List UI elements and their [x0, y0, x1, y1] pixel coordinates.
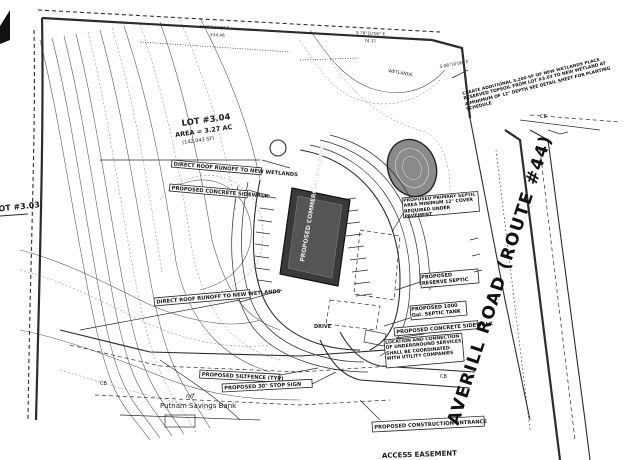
- septic-areas: [325, 229, 401, 347]
- callout-construction-entrance-text: PROPOSED CONSTRUCTION ENTRANCE: [374, 419, 487, 431]
- callout-utilities: LOCATION AND CONNECTION OF UNDERGROUND S…: [383, 332, 465, 369]
- site-lines: [79, 159, 391, 428]
- callout-reserve-septic: PROPOSED RESERVE SEPTIC AREA: [419, 268, 480, 289]
- bearing-top: S 78°14'26" E: [200, 24, 230, 31]
- bearing-right: S 08°10'00" E: [439, 59, 469, 69]
- stone-wall-2: [299, 57, 361, 61]
- wetlands-label: WETLANDS: [388, 68, 414, 78]
- callout-siltfence-text: PROPOSED SILTFENCE (TYP): [202, 372, 284, 382]
- averill-road: [495, 114, 621, 460]
- callout-septic-tank: PROPOSED 1000 Gal. SEPTIC TANK: [409, 300, 468, 321]
- stone-wall: [139, 41, 291, 53]
- cb-label-1: CB: [100, 381, 107, 387]
- leader-lines: [239, 69, 469, 421]
- callout-stop-sign: PROPOSED 30" STOP SIGN: [221, 378, 313, 393]
- road-dimension-ticks: [469, 129, 569, 273]
- bank-label: n/f Putnam Savings Bank: [160, 393, 237, 410]
- property-boundary: [27, 9, 531, 421]
- callout-stop-sign-text: PROPOSED 30" STOP SIGN: [224, 382, 301, 392]
- callout-construction-entrance: PROPOSED CONSTRUCTION ENTRANCE: [371, 415, 488, 433]
- callout-access-easement-text: ACCESS EASEMENT: [382, 449, 458, 460]
- drive-label: DRIVE: [314, 324, 332, 330]
- lot-sf: (142,043 SF): [182, 136, 215, 146]
- bank-name: Putnam Savings Bank: [160, 402, 237, 410]
- topographic-contours: [19, 17, 451, 441]
- distance-top: 234.46: [210, 32, 225, 38]
- callout-access-easement: ACCESS EASEMENT: [382, 449, 458, 460]
- bank-prefix: n/f: [186, 393, 195, 400]
- cb-label-3: CB: [540, 114, 547, 120]
- bearing-top-right: S 78°10'00" E: [356, 30, 386, 37]
- new-wetland-pond: [386, 138, 438, 198]
- proposed-building: [279, 187, 351, 287]
- distance-top-right: 74.37: [364, 38, 377, 44]
- callout-siltfence: PROPOSED SILTFENCE (TYP): [199, 369, 284, 383]
- parking-curves: [231, 134, 476, 389]
- corner-mark: [0, 10, 10, 44]
- cb-label-2: CB: [440, 374, 447, 380]
- callout-septic-primary: PROPOSED PRIMARY SEPTIC AREA MINIMUM 12"…: [401, 190, 480, 219]
- lot-left-underline: [0, 213, 29, 217]
